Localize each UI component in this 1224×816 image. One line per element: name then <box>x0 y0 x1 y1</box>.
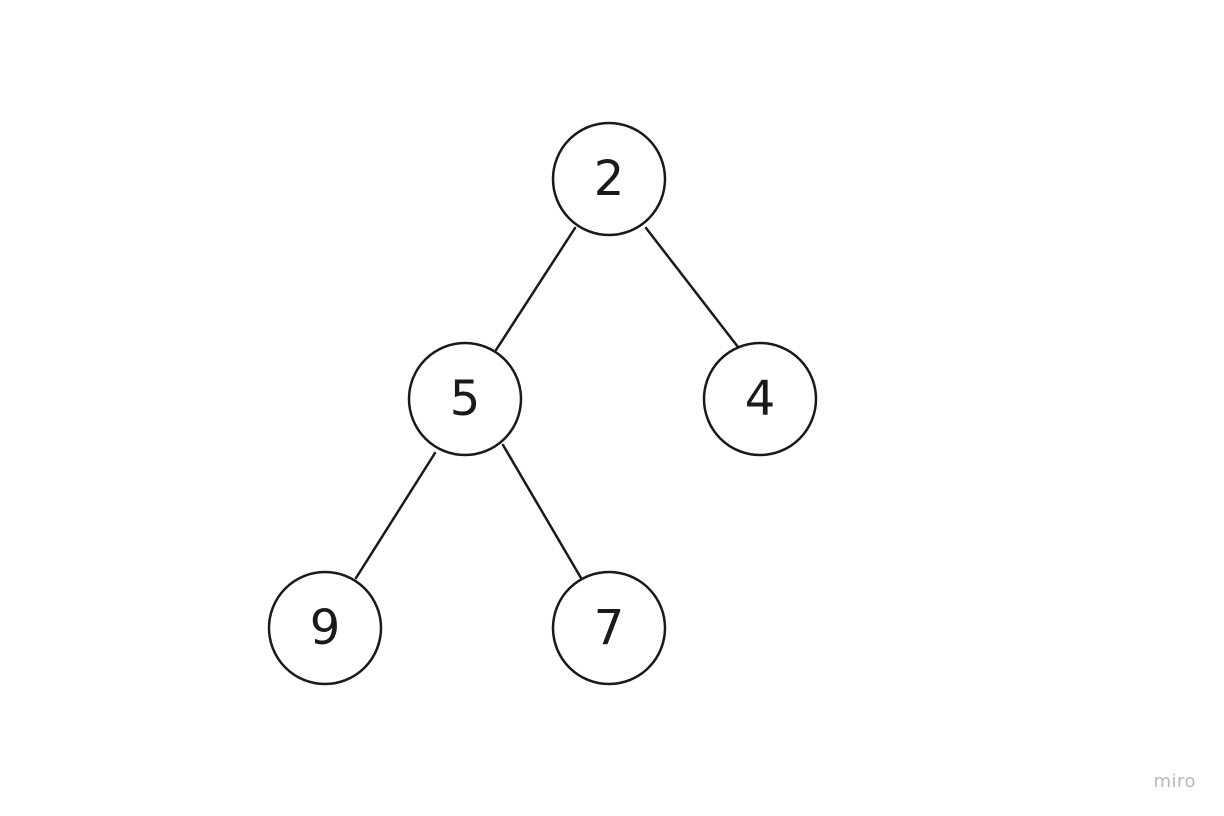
tree-node: 9 <box>267 570 383 686</box>
miro-watermark: miro <box>1153 771 1196 792</box>
node-label: 2 <box>594 151 625 207</box>
tree-node: 4 <box>702 341 818 457</box>
node-circle <box>551 121 667 237</box>
node-circle <box>702 341 818 457</box>
edge-5-7 <box>501 443 583 580</box>
node-circle <box>551 570 667 686</box>
edge-2-5 <box>494 226 577 352</box>
node-circle <box>407 341 523 457</box>
node-label: 7 <box>594 600 625 656</box>
node-circle <box>267 570 383 686</box>
edge-5-9 <box>354 451 437 580</box>
tree-node: 2 <box>551 121 667 237</box>
edge-2-4 <box>644 226 740 349</box>
node-label: 9 <box>310 600 341 656</box>
node-label: 4 <box>745 371 776 427</box>
node-label: 5 <box>450 371 481 427</box>
tree-node: 7 <box>551 570 667 686</box>
tree-node: 5 <box>407 341 523 457</box>
